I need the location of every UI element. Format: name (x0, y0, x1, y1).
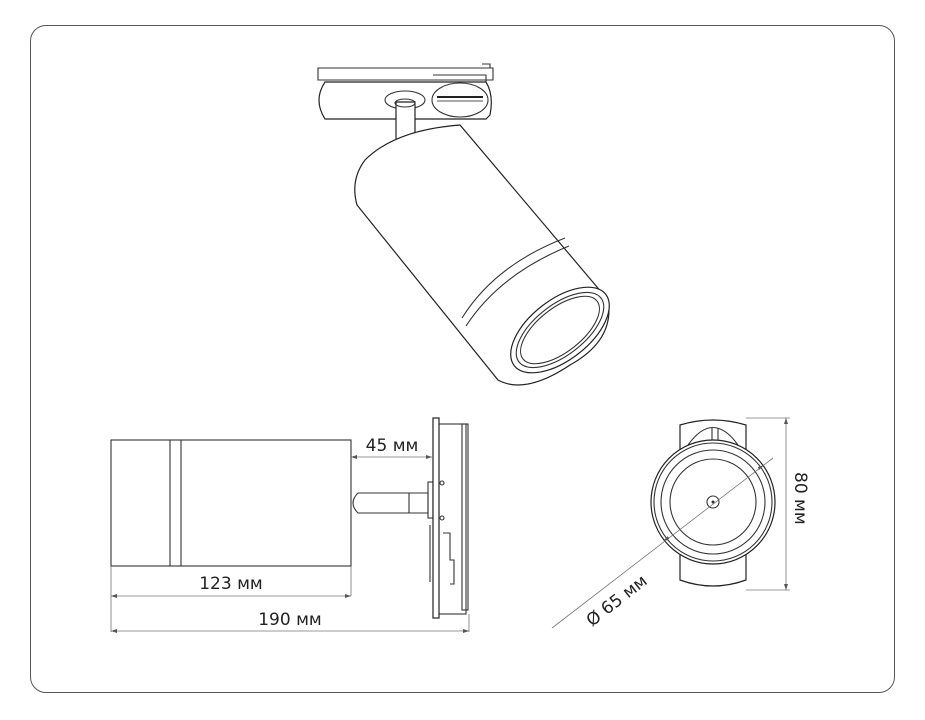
drawing-frame (30, 25, 895, 693)
side-view: 45 мм 123 мм 190 мм (110, 417, 470, 633)
dim-total-length: 190 мм (258, 610, 322, 630)
dim-diameter: Ø 65 мм (583, 571, 652, 631)
dim-stem-length: 45 мм (366, 436, 419, 456)
dim-height: 80 мм (790, 472, 810, 525)
dim-body-length: 123 мм (199, 574, 263, 594)
front-view: Ø 65 мм 80 мм (551, 417, 810, 631)
isometric-view (317, 63, 610, 386)
